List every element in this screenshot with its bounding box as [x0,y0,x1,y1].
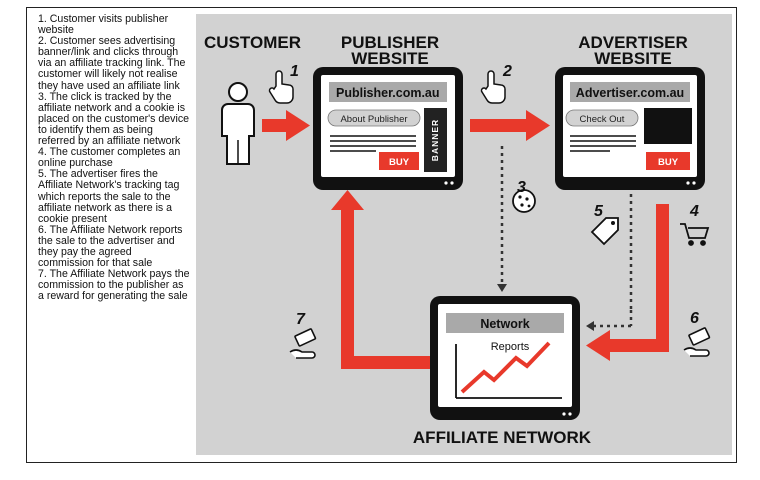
advertiser-to-network-arrow [586,204,669,361]
pointer-hand-icon [268,70,294,104]
advertiser-heading-line1: ADVERTISER [578,33,688,52]
step-2-number: 2 [502,63,512,80]
cookie-tracking-arrowhead [497,284,507,292]
step-6-text: 6. The Affiliate Network reports the sal… [38,223,183,270]
step-4-number: 4 [689,203,699,220]
customer-to-publisher-arrow [262,110,310,141]
price-tag-icon [590,217,619,246]
steps-list: 1. Customer visits publisher website 2. … [38,13,190,303]
publisher-banner: BANNER [430,119,440,161]
network-monitor [430,296,580,420]
network-heading: AFFILIATE NETWORK [413,428,592,447]
step-7-text: 7. The Affiliate Network pays the commis… [38,268,190,303]
customer-heading: CUSTOMER [204,33,301,52]
money-hand-icon-2 [289,328,317,359]
step-5-text: 5. The advertiser fires the Affiliate Ne… [38,168,180,225]
publisher-heading-line1: PUBLISHER [341,33,439,52]
advertiser-url: Advertiser.com.au [576,86,684,100]
advertiser-buy-button: BUY [658,157,679,168]
network-title: Network [480,317,529,331]
step-1-text: 1. Customer visits publisher website [38,13,169,37]
step-7-number: 7 [296,311,306,328]
step-1-number: 1 [290,63,299,80]
advertiser-heading-line2: WEBSITE [594,49,671,68]
person-icon [221,82,255,165]
publisher-monitor [313,67,463,190]
money-hand-icon [683,327,711,357]
publisher-about-button: About Publisher [340,114,407,125]
advertiser-checkout-button: Check Out [580,114,625,125]
publisher-buy-button: BUY [389,157,410,168]
publisher-to-advertiser-arrow [470,110,550,141]
step-3-number: 3 [517,179,526,196]
shopping-cart-icon [680,223,710,246]
step-3-text: 3. The click is tracked by the affiliate… [38,90,190,148]
cookie-icon [512,189,536,213]
step-6-number: 6 [690,310,699,327]
step-5-number: 5 [594,203,604,220]
tracking-tag-arrowhead [586,321,594,331]
step-4-text: 4. The customer completes an online purc… [38,146,181,170]
publisher-url: Publisher.com.au [336,86,440,100]
publisher-heading-line2: WEBSITE [351,49,428,68]
step-2-text: 2. Customer sees advertising banner/link… [38,35,186,92]
network-to-publisher-arrow [331,190,430,369]
advertiser-monitor [555,67,705,190]
network-reports-label: Reports [491,341,530,353]
pointer-hand-icon-2 [480,70,506,104]
